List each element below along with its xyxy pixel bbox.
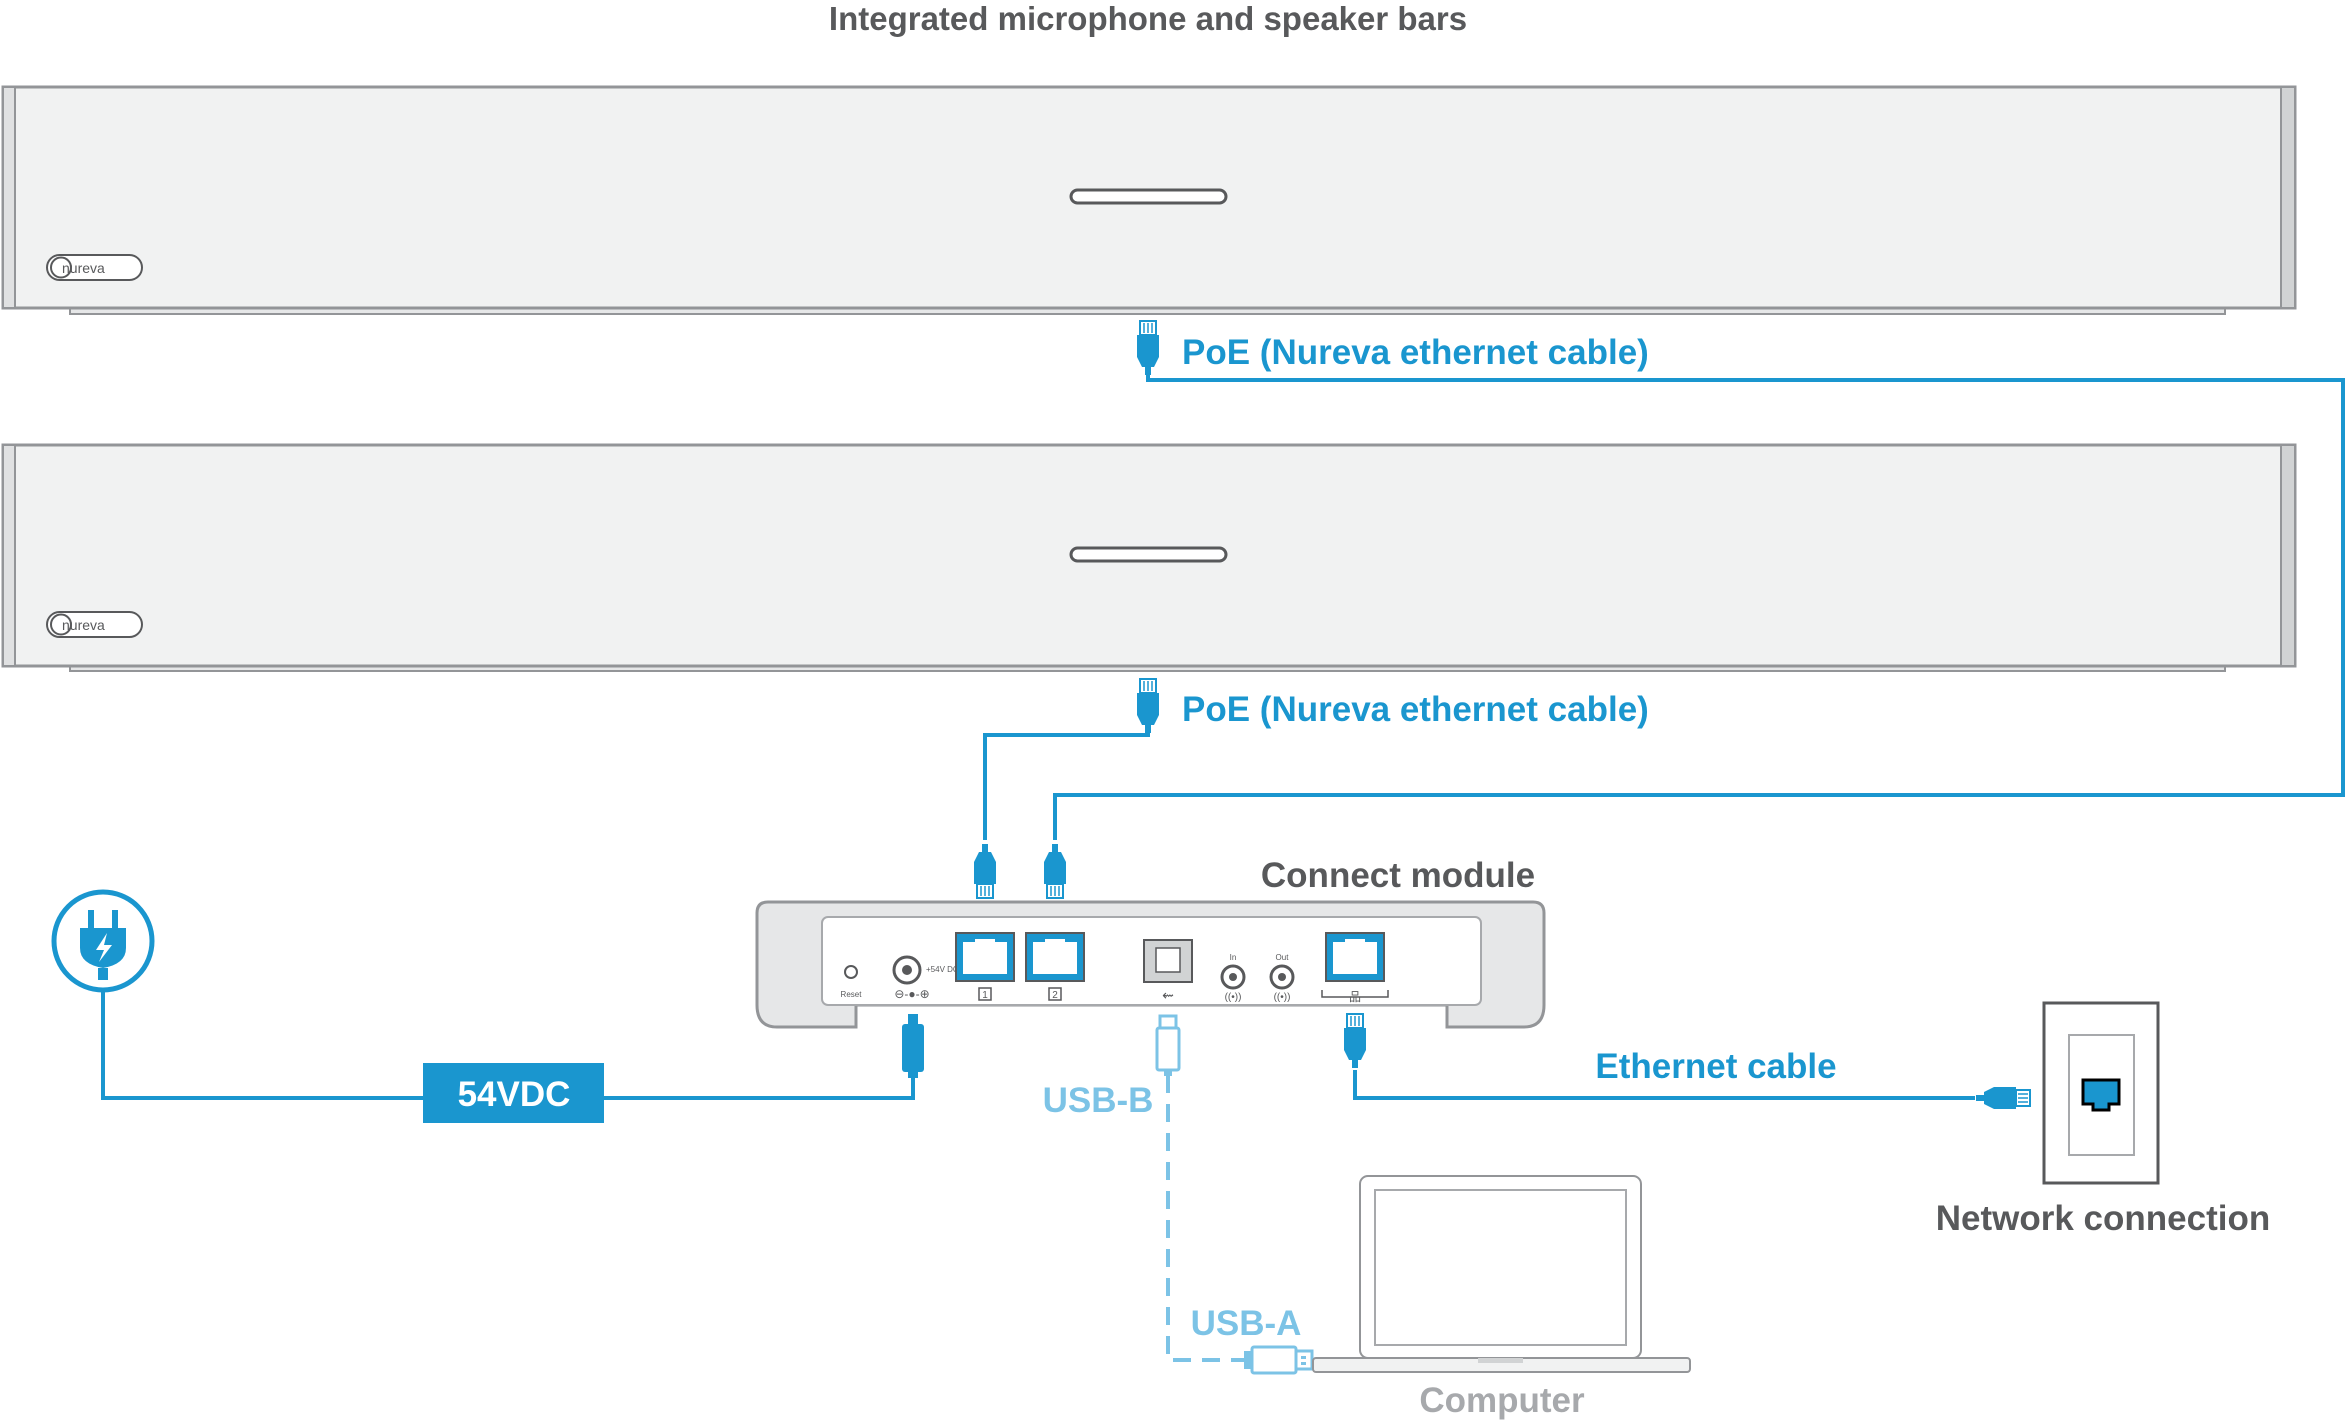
power-plug-icon	[51, 889, 155, 993]
audio-in-label: In	[1230, 953, 1237, 962]
dc-polarity-icon: ⊖-●-⊕	[894, 987, 929, 1001]
computer-label: Computer	[1419, 1381, 1585, 1420]
usb-a-label: USB-A	[1191, 1304, 1302, 1343]
port-2-label: 2	[1052, 990, 1058, 1001]
ethernet-plug-icon	[1136, 678, 1160, 734]
nureva-logo: nureva	[46, 611, 143, 638]
ethernet-label: Ethernet cable	[1595, 1047, 1836, 1086]
poe-label-top: PoE (Nureva ethernet cable)	[1182, 333, 1649, 372]
usb-plug-icon	[1155, 1014, 1181, 1076]
ethernet-plug-icon	[1975, 1086, 2031, 1110]
port-1-label: 1	[982, 990, 988, 1001]
ethernet-plug-icon	[1136, 320, 1160, 376]
ethernet-plug-icon	[1044, 844, 1066, 898]
dc-port-label: +54V DC	[926, 965, 959, 974]
audio-out-label: Out	[1276, 953, 1290, 962]
speaker-bar-1: nureva	[1, 85, 2297, 315]
connect-module-label: Connect module	[1261, 856, 1535, 895]
ethernet-plug-icon	[974, 844, 996, 898]
bar-slot	[1069, 546, 1228, 563]
svg-text:nureva: nureva	[62, 617, 105, 633]
poe-cable-bar2	[983, 733, 1150, 840]
poe-label-bottom: PoE (Nureva ethernet cable)	[1182, 690, 1649, 729]
ethernet-cable	[1353, 1070, 1975, 1100]
speaker-bar-2: nureva	[1, 443, 2297, 672]
usb-cable	[1166, 1075, 1245, 1362]
usb-plug-icon	[1244, 1345, 1314, 1375]
svg-text:nureva: nureva	[62, 260, 105, 276]
diagram-title: Integrated microphone and speaker bars	[829, 0, 1467, 37]
network-icon: 品	[1349, 990, 1361, 1004]
connect-module: Reset +54V DC ⊖-●-⊕ 1 2 ⇜ In ((•)) Out (…	[755, 900, 1546, 1029]
laptop-icon	[1312, 1175, 1691, 1373]
usb-b-label: USB-B	[1043, 1081, 1154, 1120]
usb-icon: ⇜	[1162, 987, 1174, 1003]
audio-in-icon: ((•))	[1225, 992, 1242, 1003]
dc-plug-icon	[902, 1014, 924, 1078]
reset-port-label: Reset	[841, 990, 863, 999]
poe-cable-bar1	[1053, 375, 2345, 840]
bar-slot	[1069, 188, 1228, 205]
power-badge: 54VDC	[423, 1063, 604, 1123]
audio-out-icon: ((•))	[1274, 992, 1291, 1003]
svg-text:54VDC: 54VDC	[458, 1075, 571, 1114]
ethernet-wall-jack-icon	[2042, 1001, 2160, 1185]
ethernet-plug-icon	[1343, 1013, 1367, 1069]
nureva-logo: nureva	[46, 254, 143, 281]
network-connection-label: Network connection	[1936, 1199, 2270, 1238]
